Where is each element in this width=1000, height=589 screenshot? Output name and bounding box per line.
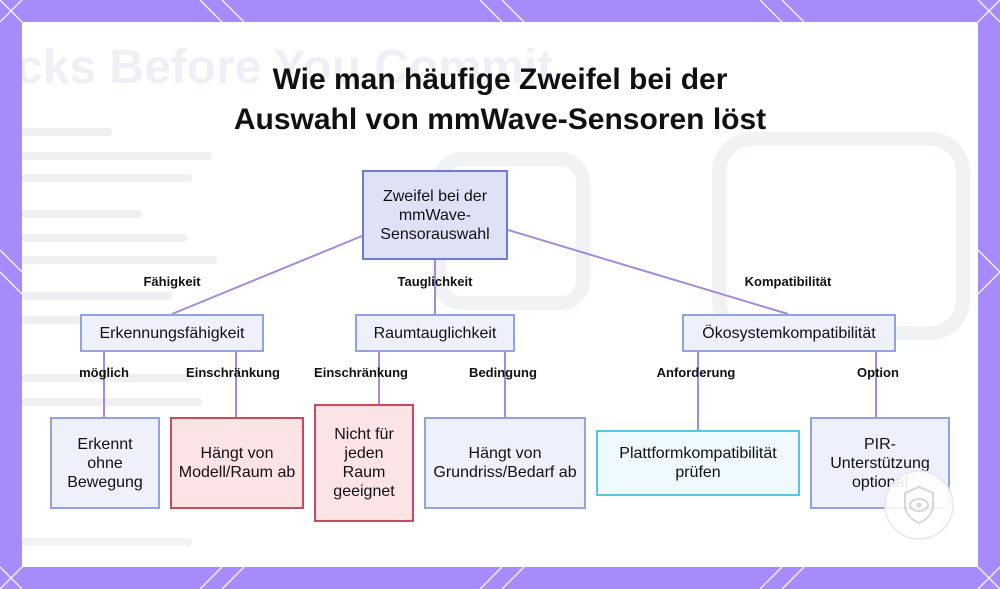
edge-label-anforderung: Anforderung <box>656 365 736 380</box>
node-erkennt-ohne-bewegung: Erkennt ohne Bewegung <box>50 417 160 509</box>
title-line-1: Wie man häufige Zweifel bei der <box>272 63 728 96</box>
edge-label-tauglichkeit: Tauglichkeit <box>397 274 473 289</box>
node-plattformkompatibilitaet: Plattformkompatibilität prüfen <box>596 430 800 496</box>
node-erkennungsfaehigkeit: Erkennungsfähigkeit <box>80 314 264 352</box>
edge-root-erkennung <box>171 235 363 315</box>
node-nicht-fuer-text: Nicht für jeden Raum geeignet <box>333 426 395 500</box>
node-raum-text: Raumtauglichkeit <box>373 324 497 342</box>
node-erkennung-text: Erkennungsfähigkeit <box>99 324 245 342</box>
node-oekosystemkompatibilitaet: Ökosystemkompatibilität <box>682 314 896 352</box>
node-haengt-von-grundriss: Hängt von Grundriss/Bedarf ab <box>424 417 586 509</box>
node-nicht-fuer-jeden-raum: Nicht für jeden Raum geeignet <box>314 404 414 522</box>
node-haengt-modell-text: Hängt von Modell/Raum ab <box>178 445 296 481</box>
node-haengt-grundriss-text: Hängt von Grundriss/Bedarf ab <box>433 445 577 481</box>
node-erkennt-text: Erkennt ohne Bewegung <box>67 435 143 491</box>
node-haengt-von-modell: Hängt von Modell/Raum ab <box>170 417 304 509</box>
edge-label-bedingung: Bedingung <box>469 365 537 380</box>
node-oeko-text: Ökosystemkompatibilität <box>702 324 876 342</box>
edge-label-kompatibilitaet: Kompatibilität <box>744 274 832 289</box>
node-raumtauglichkeit: Raumtauglichkeit <box>355 314 515 352</box>
background-heading: cks Before You Commit <box>22 41 554 94</box>
node-root-zweifel: Zweifel bei der mmWave-Sensorauswahl <box>362 170 508 260</box>
diagram-card: cks Before You Commit Wie man häufige Zw… <box>22 22 978 567</box>
edge-label-option: Option <box>857 365 899 380</box>
faded-background-screenshot: cks Before You Commit <box>22 22 978 567</box>
page-title: Wie man häufige Zweifel bei der Auswahl … <box>22 60 978 140</box>
edge-label-einschraenkung-1: Einschränkung <box>186 365 280 380</box>
title-line-2: Auswahl von mmWave-Sensoren löst <box>233 103 767 136</box>
edge-label-einschraenkung-2: Einschränkung <box>314 365 408 380</box>
edge-root-oeko <box>507 229 789 315</box>
eye-shield-icon <box>884 470 954 540</box>
node-plattform-text: Plattformkompatibilität prüfen <box>619 445 777 481</box>
diagram-edges <box>103 229 877 430</box>
node-root-text: Zweifel bei der mmWave-Sensorauswahl <box>380 187 490 243</box>
edge-label-moeglich: möglich <box>79 365 129 380</box>
edge-label-faehigkeit: Fähigkeit <box>143 274 201 289</box>
